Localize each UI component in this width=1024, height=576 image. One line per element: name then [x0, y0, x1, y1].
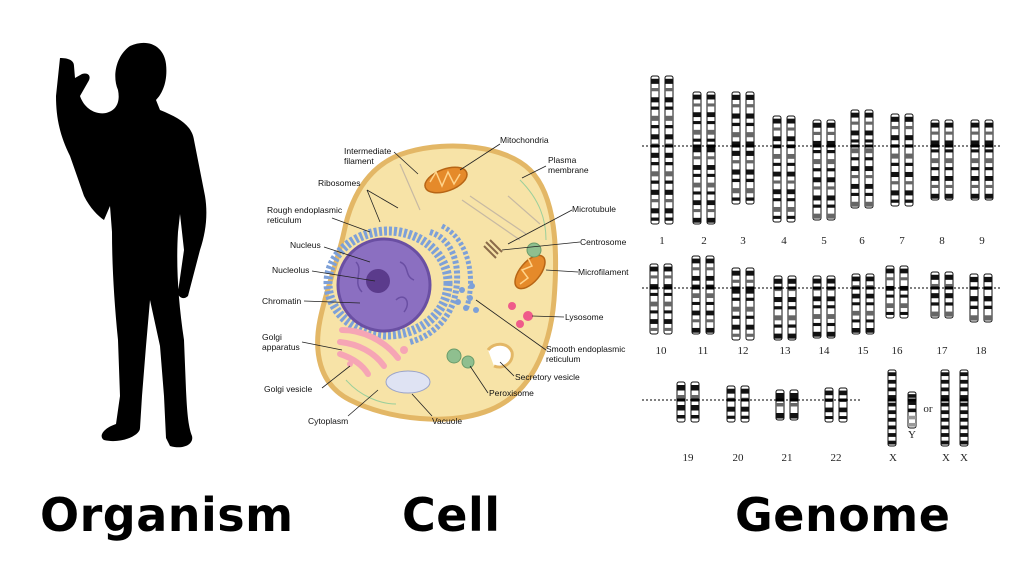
chromosome-x-1	[887, 369, 897, 447]
chromosome-y	[907, 391, 917, 429]
chromosome-number: 2	[701, 235, 707, 247]
label-secretory-vesicle: Secretory vesicle	[515, 372, 580, 382]
label-centrosome: Centrosome	[580, 237, 627, 247]
chromosome-number: 10	[656, 345, 668, 357]
chromosome-13	[773, 275, 797, 341]
chromosome-16	[885, 265, 909, 319]
chromosome-number: 13	[780, 345, 792, 357]
chromosome-number: X	[960, 452, 968, 464]
label-lysosome: Lysosome	[565, 312, 604, 322]
chromosome-21	[775, 389, 799, 421]
chromosome-number: X	[889, 452, 897, 464]
chromosome-number: 16	[892, 345, 904, 357]
chromosome-number: 7	[899, 235, 905, 247]
mitochondrion-shape	[424, 166, 546, 290]
title-cell: Cell	[402, 488, 501, 542]
label-ribosomes: Ribosomes	[318, 178, 361, 188]
title-organism: Organism	[40, 488, 294, 542]
chromosome-number: 5	[821, 235, 827, 247]
chromosome-9	[970, 119, 994, 201]
chromosome-6	[850, 109, 874, 209]
chromosome-number: 17	[937, 345, 949, 357]
chromosome-number: 12	[738, 345, 749, 357]
chromosome-number: 8	[939, 235, 945, 247]
chromosome-22	[824, 387, 848, 423]
label-vacuole: Vacuole	[432, 416, 462, 426]
label-golgi-vesicle: Golgi vesicle	[264, 384, 312, 394]
chromosome-number: 21	[782, 452, 793, 464]
chromosome-3	[731, 91, 755, 205]
chromosome-number: 15	[858, 345, 870, 357]
label-microtubule: Microtubule	[572, 204, 616, 214]
chromosome-number: 14	[819, 345, 831, 357]
chromosome-1	[650, 75, 674, 225]
chromosome-19	[676, 381, 700, 423]
chromosome-number: 9	[979, 235, 985, 247]
chromosome-8	[930, 119, 954, 201]
chromosome-4	[772, 115, 796, 223]
title-genome: Genome	[735, 488, 951, 542]
chromosome-number: 22	[831, 452, 842, 464]
chromosome-number: 18	[976, 345, 988, 357]
chromosome-number: 3	[740, 235, 746, 247]
chromosome-12	[731, 267, 755, 341]
chromosome-number: 11	[698, 345, 709, 357]
chromosome-number: X	[942, 452, 950, 464]
label-peroxisome: Peroxisome	[489, 388, 534, 398]
label-chromatin: Chromatin	[262, 296, 301, 306]
label-nucleus: Nucleus	[290, 240, 321, 250]
chromosome-14	[812, 275, 836, 339]
chromosome-number: 1	[659, 235, 665, 247]
chromosome-x-2	[940, 369, 950, 447]
chromosome-20	[726, 385, 750, 423]
chromosome-15	[851, 273, 875, 335]
chromosome-10	[649, 263, 673, 335]
chromosome-17	[930, 271, 954, 319]
label-nucleolus: Nucleolus	[272, 265, 309, 275]
label-cytoplasm: Cytoplasm	[308, 416, 348, 426]
chromosome-2	[692, 91, 716, 225]
chromosome-5	[812, 119, 836, 221]
chromosome-number: 6	[859, 235, 865, 247]
chromosome-number: 4	[781, 235, 787, 247]
label-mitochondria: Mitochondria	[500, 135, 549, 145]
label-microfilament: Microfilament	[578, 267, 629, 277]
chromosome-number: Y	[908, 429, 916, 441]
chromosome-number: 20	[733, 452, 745, 464]
chromosome-x-3	[959, 369, 969, 447]
chromosome-7	[890, 113, 914, 207]
chromosome-11	[691, 255, 715, 335]
chromosome-number: 19	[683, 452, 695, 464]
chromosome-number: or	[923, 403, 933, 415]
chromosome-18	[969, 273, 993, 323]
